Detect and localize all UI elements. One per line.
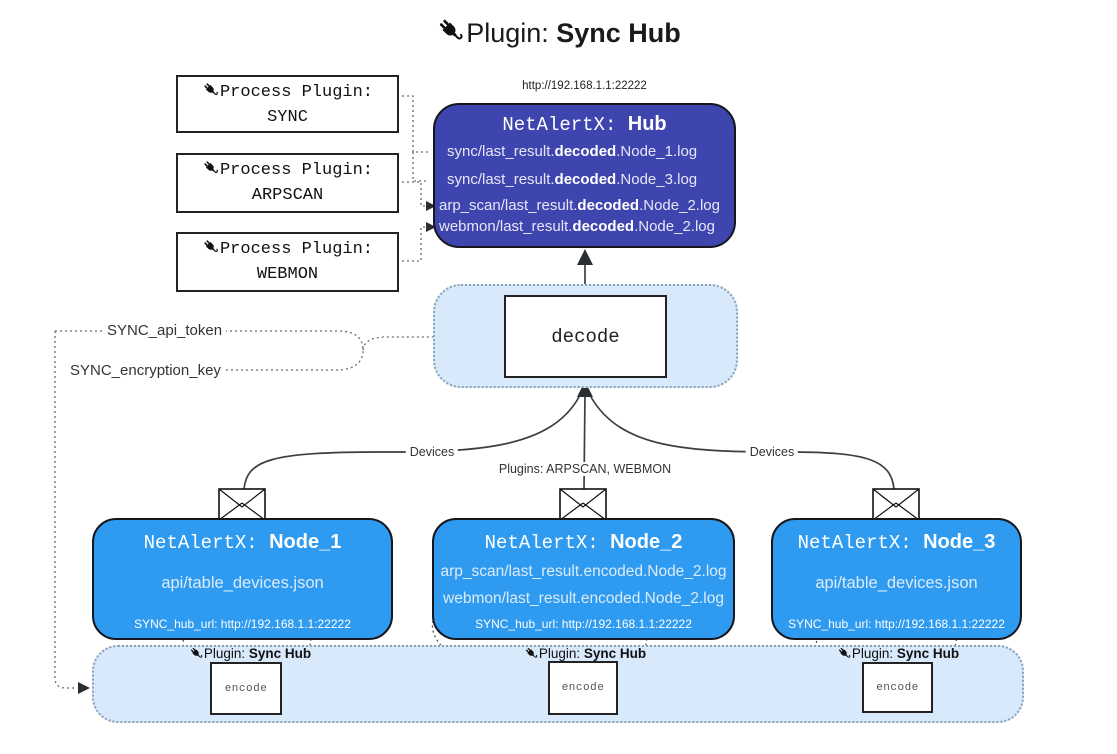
connector-sync-line2 [412,152,429,182]
hub-log-line: sync/last_result.decoded.Node_3.log [447,171,698,188]
devices-label-left: Devices [405,445,459,459]
plug-icon [436,16,466,46]
process-plugin-name: ARPSCAN [251,186,324,205]
process-plugin-name: SYNC [267,108,308,127]
envelope-icon [559,488,607,521]
hub-log-line: arp_scan/last_result.decoded.Node_2.log [439,197,720,214]
connector-keys-to-band [54,331,76,689]
node-hub-url: SYNC_hub_url: http://192.168.1.1:22222 [134,617,351,631]
encode-box: encode [548,661,618,715]
plug-icon [837,646,852,661]
plug-icon [202,159,220,177]
plug-icon [524,646,539,661]
encode-box: encode [210,662,282,715]
process-plugin-name: WEBMON [256,265,319,284]
process-plugin-label: Process Plugin: [219,161,374,180]
encode-box: encode [862,662,933,713]
process-plugin-label: Process Plugin: [219,83,374,102]
hub-title-mono: NetAlertX: [502,114,628,136]
page-title: Plugin: Sync Hub [0,16,1117,49]
node-file-line: webmon/last_result.encoded.Node_2.log [443,590,724,607]
node3-box: NetAlertX: Node_3 api/table_devices.json… [771,518,1022,640]
envelope-icon [872,488,920,521]
node1-box: NetAlertX: Node_1 api/table_devices.json… [92,518,393,640]
envelope-icon [218,488,266,521]
encode-plugin-label: Plugin: Sync Hub [515,646,655,661]
hub-log-line: sync/last_result.decoded.Node_1.log [447,143,698,160]
plug-icon [202,81,220,99]
encode-plugin-label: Plugin: Sync Hub [828,646,968,661]
node-title: NetAlertX: Node_1 [143,531,342,554]
sync-encryption-key-label: SYNC_encryption_key [66,362,225,379]
page-title-prefix: Plugin: [466,18,557,48]
connector-sync-line1 [397,95,429,153]
node-file-line: api/table_devices.json [815,574,978,592]
sync-api-token-label: SYNC_api_token [103,322,227,339]
process-plugin-webmon-box: Process Plugin: WEBMON [176,232,399,292]
process-plugin-label: Process Plugin: [219,240,374,259]
hub-title-bold: Hub [627,113,667,135]
node-title: NetAlertX: Node_2 [484,531,683,554]
node-title: NetAlertX: Node_3 [797,531,996,554]
node-hub-url: SYNC_hub_url: http://192.168.1.1:22222 [475,617,692,631]
plug-icon [189,646,204,661]
plugins-label-middle: Plugins: ARPSCAN, WEBMON [494,462,676,476]
connector-webmon [397,226,425,262]
process-plugin-sync-box: Process Plugin: SYNC [176,75,399,133]
hub-log-line: webmon/last_result.decoded.Node_2.log [439,218,715,235]
node-file-line: api/table_devices.json [161,574,324,592]
connector-arpscan [397,181,425,207]
node-file-line: arp_scan/last_result.encoded.Node_2.log [440,563,727,580]
encode-plugin-label: Plugin: Sync Hub [180,646,320,661]
decode-box: decode [504,295,667,378]
hub-title: NetAlertX: Hub [433,113,736,136]
process-plugin-arpscan-box: Process Plugin: ARPSCAN [176,153,399,213]
plug-icon [202,238,220,256]
devices-label-right: Devices [745,445,799,459]
node-hub-url: SYNC_hub_url: http://192.168.1.1:22222 [788,617,1005,631]
node2-box: NetAlertX: Node_2 arp_scan/last_result.e… [432,518,735,640]
hub-box [433,103,736,248]
hub-url: http://192.168.1.1:22222 [522,80,647,92]
page-title-bold: Sync Hub [556,18,681,48]
